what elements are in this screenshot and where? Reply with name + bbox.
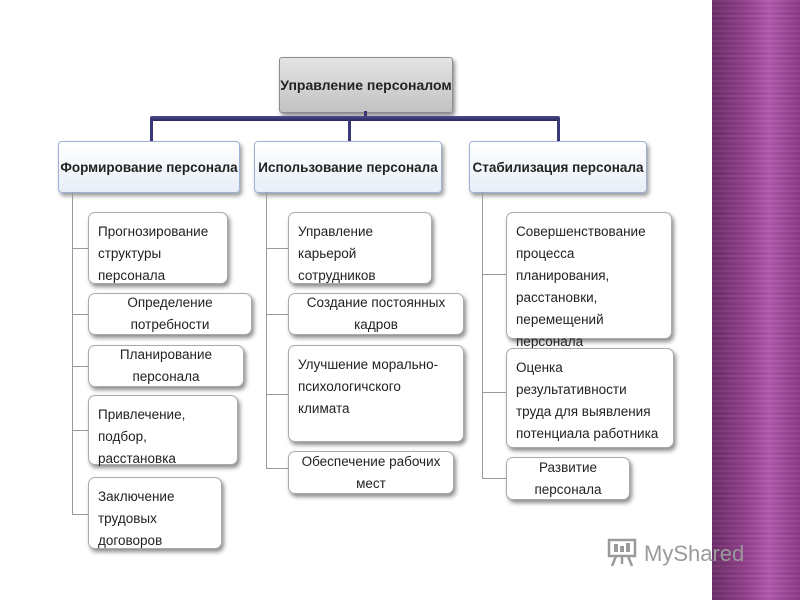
connector-col1	[150, 119, 153, 141]
branch-line	[266, 314, 288, 315]
column-header-utilization: Использование персонала	[254, 141, 442, 193]
branch-line	[72, 514, 88, 515]
decorative-side-band	[712, 0, 800, 600]
root-connector	[364, 111, 367, 117]
presentation-board-icon	[606, 536, 638, 573]
watermark-logo: MyShared	[606, 536, 744, 572]
column-header-stabilization: Стабилизация персонала	[469, 141, 647, 193]
column-tree-line	[266, 192, 267, 468]
item-career-management: Управление карьерой сотрудников	[288, 212, 432, 284]
item-workplaces: Обеспечение рабочих мест	[288, 451, 454, 494]
branch-line	[266, 394, 288, 395]
item-staff-planning: Планирование персонала	[88, 345, 244, 387]
branch-line	[72, 366, 88, 367]
branch-line	[72, 430, 88, 431]
branch-line	[266, 248, 288, 249]
branch-line	[72, 248, 88, 249]
connector-col2	[348, 119, 351, 141]
column-tree-line	[482, 192, 483, 478]
column-header-formation: Формирование персонала	[58, 141, 240, 193]
branch-line	[482, 274, 506, 275]
item-staff-development: Развитие персонала	[506, 457, 630, 500]
item-planning-improvement: Совершенствование процесса планирования,…	[506, 212, 672, 349]
item-permanent-staff: Создание постоянных кадров	[288, 293, 464, 335]
column-tree-line	[72, 192, 73, 515]
branch-line	[266, 468, 288, 469]
connector-col3	[557, 119, 560, 141]
watermark-text: MyShared	[644, 541, 745, 566]
item-forecasting-structure: Прогнозирование структуры персонала	[88, 212, 228, 284]
branch-line	[72, 314, 88, 315]
root-node: Управление персоналом	[279, 57, 453, 113]
item-psychological-climate: Улучшение морально-психологичского клима…	[288, 345, 464, 442]
item-needs-definition: Определение потребности	[88, 293, 252, 335]
item-labor-contracts: Заключение трудовых договоров	[88, 477, 222, 549]
item-performance-evaluation: Оценка результативности труда для выявле…	[506, 348, 674, 448]
item-recruitment: Привлечение, подбор, расстановка персона…	[88, 395, 238, 488]
main-horizontal-connector	[150, 116, 560, 121]
branch-line	[482, 478, 506, 479]
branch-line	[482, 392, 506, 393]
